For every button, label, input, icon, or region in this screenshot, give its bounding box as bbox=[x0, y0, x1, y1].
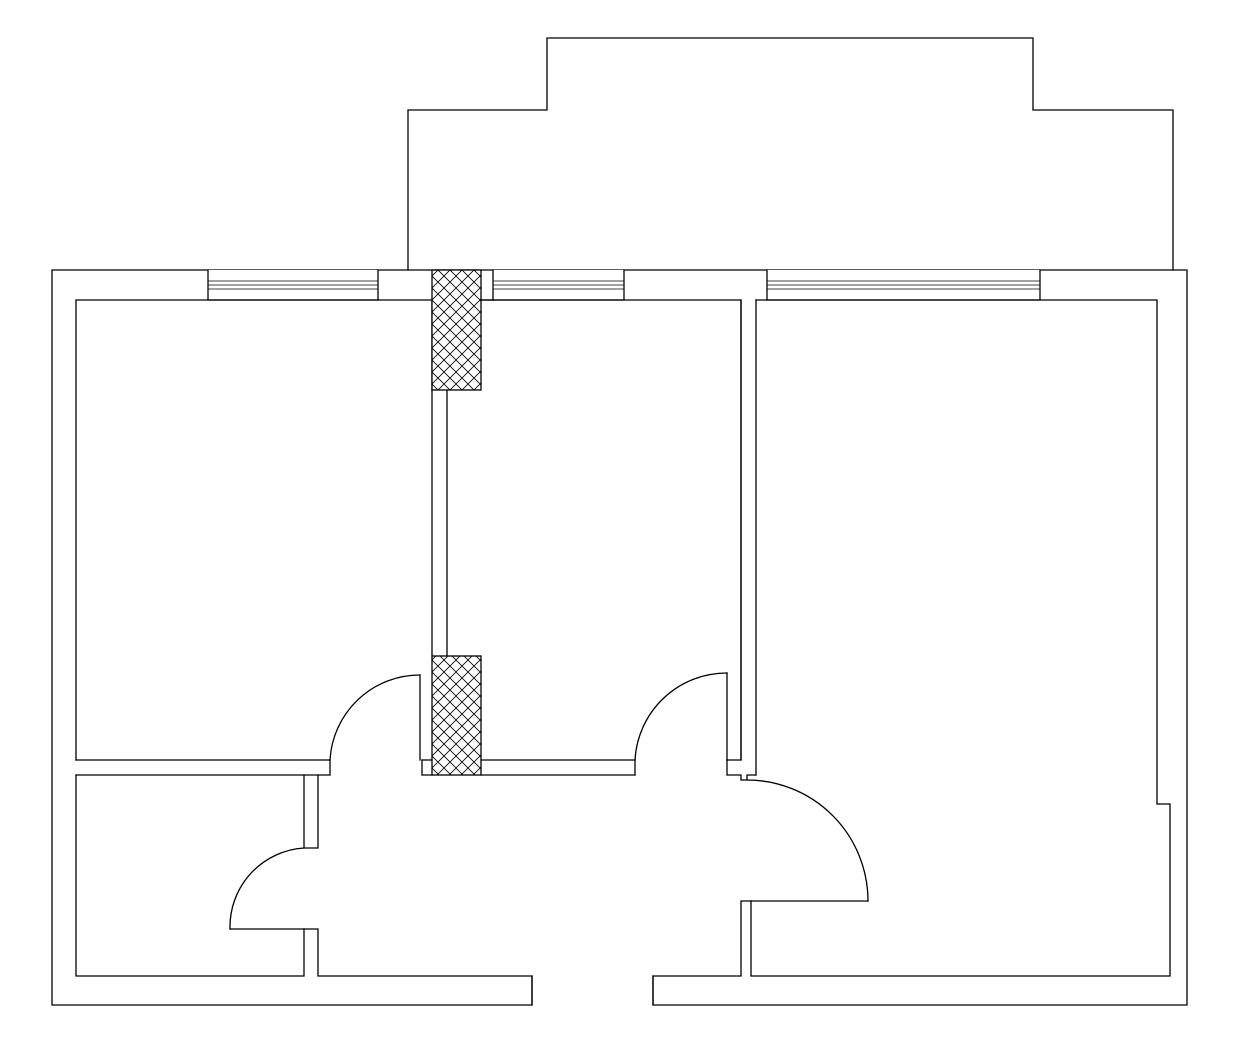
door-middle-room bbox=[634, 672, 728, 761]
wall-hall-upper-left bbox=[75, 759, 331, 776]
column-top bbox=[431, 269, 482, 391]
room-small-wall-upper bbox=[303, 774, 319, 849]
plan-lines bbox=[51, 37, 1188, 1006]
room-middle-interior bbox=[480, 299, 742, 761]
column-bottom bbox=[431, 655, 482, 776]
window-right bbox=[766, 269, 1041, 301]
window-middle bbox=[492, 269, 625, 301]
room-right-interior bbox=[750, 299, 1171, 977]
entrance-opening bbox=[531, 975, 654, 1006]
wall-hall-stub bbox=[421, 759, 433, 776]
room-left-interior bbox=[75, 299, 433, 761]
door-left-room bbox=[329, 674, 421, 761]
balcony-outline bbox=[407, 37, 1174, 271]
room-small-interior bbox=[75, 774, 305, 977]
wall-right-door-jamb-bottom bbox=[652, 900, 752, 977]
wall-right-door-jamb-top bbox=[726, 759, 757, 781]
window-left bbox=[207, 269, 379, 301]
door-small-room bbox=[229, 847, 305, 930]
door-right-room bbox=[746, 779, 869, 902]
room-small-wall-lower bbox=[303, 928, 533, 977]
exterior-wall-outer bbox=[51, 269, 1188, 1006]
